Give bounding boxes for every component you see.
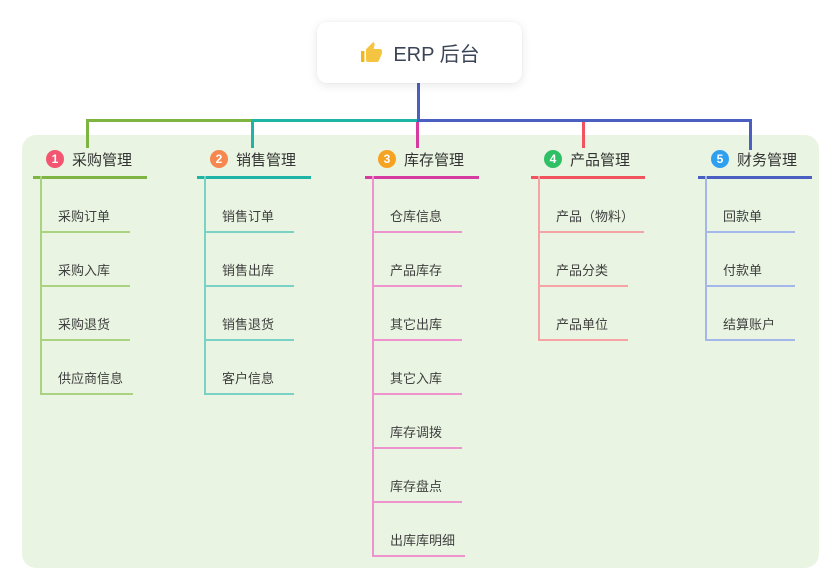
node-label: 其它出库 [372, 314, 462, 341]
node-stock-transfer[interactable]: 库存调拨 [372, 395, 479, 449]
connector-drop-inventory [416, 122, 419, 148]
branch-product: 4 产品管理 产品（物料） 产品分类 产品单位 [531, 148, 645, 341]
node-supplier-info[interactable]: 供应商信息 [40, 341, 147, 395]
node-product-material[interactable]: 产品（物料） [538, 179, 645, 233]
connector-bus-purchase [86, 119, 253, 122]
node-other-outbound[interactable]: 其它出库 [372, 287, 479, 341]
thumbs-up-icon [359, 41, 383, 65]
branch-spine [538, 176, 540, 341]
branch-label: 财务管理 [737, 151, 798, 169]
node-payment-bill[interactable]: 付款单 [705, 233, 812, 287]
node-label: 回款单 [705, 206, 795, 233]
node-settlement-account[interactable]: 结算账户 [705, 287, 812, 341]
node-sales-outbound[interactable]: 销售出库 [204, 233, 311, 287]
node-other-inbound[interactable]: 其它入库 [372, 341, 479, 395]
node-product-unit[interactable]: 产品单位 [538, 287, 645, 341]
branch-purchase-children: 采购订单 采购入库 采购退货 供应商信息 [33, 176, 147, 395]
node-label: 销售退货 [204, 314, 294, 341]
branches-panel [22, 135, 819, 568]
connector-bus-right [417, 119, 751, 122]
node-product-stock[interactable]: 产品库存 [372, 233, 479, 287]
node-label: 销售出库 [204, 260, 294, 287]
node-label: 客户信息 [204, 368, 294, 395]
branch-label: 产品管理 [570, 151, 631, 169]
branch-sales-header[interactable]: 2 销售管理 [197, 148, 311, 179]
node-label: 采购入库 [40, 260, 130, 287]
connector-root-drop [417, 83, 420, 121]
branch-label: 采购管理 [72, 151, 133, 169]
branch-number-badge: 4 [544, 150, 562, 168]
node-label: 出库库明细 [372, 530, 466, 557]
node-warehouse-info[interactable]: 仓库信息 [372, 179, 479, 233]
root-node[interactable]: ERP 后台 [317, 22, 522, 83]
branch-product-children: 产品（物料） 产品分类 产品单位 [531, 176, 645, 341]
branch-label: 库存管理 [404, 151, 465, 169]
branch-product-header[interactable]: 4 产品管理 [531, 148, 645, 179]
node-label: 产品分类 [538, 260, 628, 287]
branch-sales-children: 销售订单 销售出库 销售退货 客户信息 [197, 176, 311, 395]
node-receipt-bill[interactable]: 回款单 [705, 179, 812, 233]
branch-spine [372, 176, 374, 557]
connector-drop-product [582, 122, 585, 148]
branch-sales: 2 销售管理 销售订单 销售出库 销售退货 客户信息 [197, 148, 311, 395]
node-purchase-order[interactable]: 采购订单 [40, 179, 147, 233]
node-sales-return[interactable]: 销售退货 [204, 287, 311, 341]
node-label: 结算账户 [705, 314, 795, 341]
node-label: 采购订单 [40, 206, 130, 233]
node-customer-info[interactable]: 客户信息 [204, 341, 311, 395]
node-label: 仓库信息 [372, 206, 462, 233]
branch-spine [204, 176, 206, 395]
node-label: 销售订单 [204, 206, 294, 233]
node-label: 采购退货 [40, 314, 130, 341]
node-label: 其它入库 [372, 368, 462, 395]
node-label: 产品库存 [372, 260, 462, 287]
branch-purchase-header[interactable]: 1 采购管理 [33, 148, 147, 179]
branch-number-badge: 2 [210, 150, 228, 168]
node-label: 供应商信息 [40, 368, 134, 395]
branch-inventory: 3 库存管理 仓库信息 产品库存 其它出库 其它入库 库存调拨 库存盘点 出库库… [365, 148, 479, 557]
connector-bus-sales [251, 119, 419, 122]
node-label: 产品单位 [538, 314, 628, 341]
node-product-category[interactable]: 产品分类 [538, 233, 645, 287]
branch-spine [40, 176, 42, 395]
branch-finance-children: 回款单 付款单 结算账户 [698, 176, 812, 341]
node-label: 库存调拨 [372, 422, 462, 449]
connector-drop-purchase [86, 119, 89, 148]
branch-finance: 5 财务管理 回款单 付款单 结算账户 [698, 148, 812, 341]
node-purchase-inbound[interactable]: 采购入库 [40, 233, 147, 287]
branch-number-badge: 5 [711, 150, 729, 168]
branch-number-badge: 1 [46, 150, 64, 168]
branch-purchase: 1 采购管理 采购订单 采购入库 采购退货 供应商信息 [33, 148, 147, 395]
node-label: 库存盘点 [372, 476, 462, 503]
branch-finance-header[interactable]: 5 财务管理 [698, 148, 812, 179]
branch-inventory-header[interactable]: 3 库存管理 [365, 148, 479, 179]
root-title: ERP 后台 [393, 44, 480, 66]
connector-drop-sales [251, 119, 254, 148]
branch-inventory-children: 仓库信息 产品库存 其它出库 其它入库 库存调拨 库存盘点 出库库明细 [365, 176, 479, 557]
branch-spine [705, 176, 707, 341]
node-sales-order[interactable]: 销售订单 [204, 179, 311, 233]
node-purchase-return[interactable]: 采购退货 [40, 287, 147, 341]
branch-number-badge: 3 [378, 150, 396, 168]
node-label: 产品（物料） [538, 206, 645, 233]
node-outbound-detail[interactable]: 出库库明细 [372, 503, 479, 557]
branch-label: 销售管理 [236, 151, 297, 169]
node-stock-check[interactable]: 库存盘点 [372, 449, 479, 503]
connector-drop-finance [749, 119, 752, 150]
node-label: 付款单 [705, 260, 795, 287]
